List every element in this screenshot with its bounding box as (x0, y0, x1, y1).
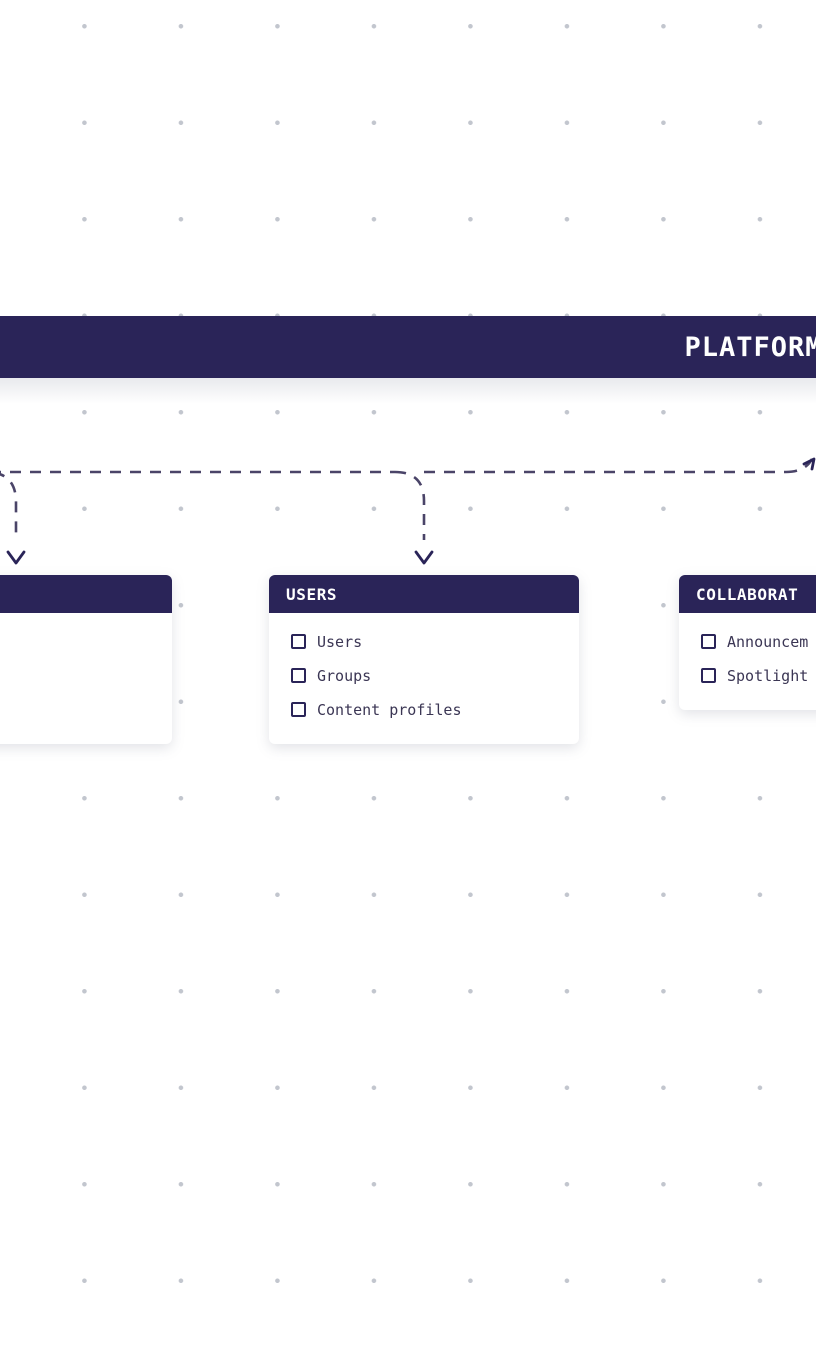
card-collaboration-header: COLLABORAT (679, 575, 816, 613)
card-org-body: ivision cific #1 cific #2 (0, 613, 172, 744)
checkbox-icon[interactable] (291, 668, 306, 683)
connector-left (0, 472, 18, 540)
list-item[interactable]: cific #2 (0, 697, 158, 722)
card-users-body: Users Groups Content profiles (269, 613, 579, 744)
platform-banner: PLATFORM A (0, 316, 816, 378)
arrowhead-left-card (6, 550, 26, 565)
checkbox-icon[interactable] (701, 634, 716, 649)
checkbox-icon[interactable] (291, 634, 306, 649)
connector-users (394, 470, 426, 540)
banner-shadow (0, 378, 816, 404)
checkbox-icon[interactable] (701, 668, 716, 683)
list-item[interactable]: Content profiles (291, 697, 565, 722)
list-item[interactable]: Spotlight (701, 663, 816, 688)
banner-title: PLATFORM A (684, 331, 816, 363)
list-item-label: Groups (317, 666, 372, 685)
list-item[interactable]: Announcem (701, 629, 816, 654)
list-item[interactable]: ivision (0, 629, 158, 654)
list-item[interactable]: cific #1 (0, 663, 158, 688)
list-item-label: Users (317, 632, 363, 651)
list-item[interactable]: Groups (291, 663, 565, 688)
card-collaboration-title: COLLABORAT (696, 584, 799, 604)
card-collaboration[interactable]: COLLABORAT Announcem Spotlight (679, 575, 816, 710)
card-org[interactable]: ivision cific #1 cific #2 (0, 575, 172, 744)
list-item-label: Spotlight (727, 666, 809, 685)
arrowhead-users-card (414, 550, 434, 565)
card-users[interactable]: USERS Users Groups Content profiles (269, 575, 579, 744)
checkbox-icon[interactable] (291, 702, 306, 717)
connector-right-up (785, 458, 814, 474)
arrowhead-right-offscreen (802, 457, 816, 471)
card-users-title: USERS (286, 584, 338, 604)
card-org-header (0, 575, 172, 613)
list-item-label: Content profiles (317, 700, 462, 719)
list-item-label: Announcem (727, 632, 809, 651)
list-item[interactable]: Users (291, 629, 565, 654)
card-collaboration-body: Announcem Spotlight (679, 613, 816, 710)
card-users-header: USERS (269, 575, 579, 613)
